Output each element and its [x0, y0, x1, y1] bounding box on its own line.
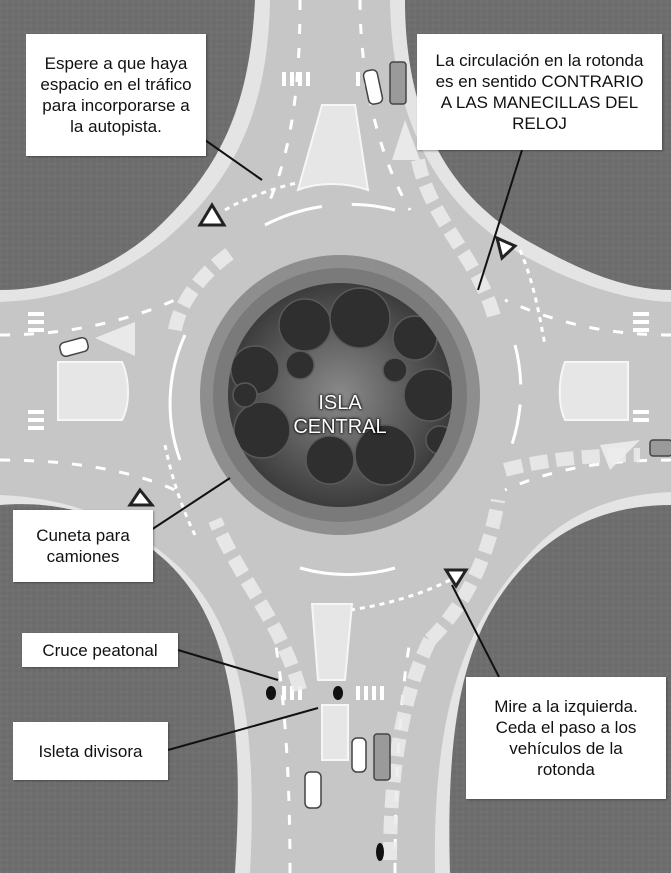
callout-look-left: Mire a la izquierda. Ceda el paso a los … [466, 677, 666, 799]
callout-line: RELOJ [512, 114, 567, 133]
callout-line: Cruce peatonal [42, 640, 158, 660]
vehicles [59, 61, 671, 809]
splitter-islands [57, 104, 629, 761]
callout-splitter-island: Isleta divisora [13, 722, 168, 780]
circulatory-markings [168, 202, 523, 576]
callout-crosswalk: Cruce peatonal [22, 633, 178, 667]
callout-wait-for-gap: Espere a que haya espacio en el tráfico … [26, 34, 206, 156]
pedestrians [266, 686, 384, 861]
crosswalks [28, 72, 649, 700]
callout-counterclockwise: La circulación en la rotonda es en senti… [417, 34, 662, 150]
callout-line: para incorporarse a [42, 96, 190, 115]
leader-lines [147, 139, 523, 751]
island-label-line-1: ISLA [318, 392, 362, 414]
callout-line: Ceda el paso a los [495, 718, 637, 737]
yield-signs [127, 202, 518, 589]
callout-line: espacio en el tráfico [40, 75, 192, 94]
callout-line: Espere a que haya [44, 54, 188, 73]
callout-line: es en sentido CONTRARIO [435, 72, 644, 91]
island-trees [230, 287, 452, 486]
callout-line: A LAS MANECILLAS DEL [440, 93, 639, 112]
callout-line: rotonda [537, 760, 595, 779]
island-label-line-2: CENTRAL [293, 416, 387, 438]
central-island-label: ISLA CENTRAL [290, 391, 390, 439]
callout-line: la autopista. [70, 117, 162, 136]
callout-line: Cuneta para [36, 526, 130, 545]
callout-line: Isleta divisora [38, 741, 143, 761]
callout-line: vehículos de la [509, 739, 623, 758]
callout-line: camiones [46, 547, 120, 566]
callout-line: La circulación en la rotonda [435, 51, 644, 70]
callout-truck-apron: Cuneta para camiones [13, 510, 153, 582]
arrow-heads [95, 120, 640, 470]
callout-line: Mire a la izquierda. [494, 697, 638, 716]
